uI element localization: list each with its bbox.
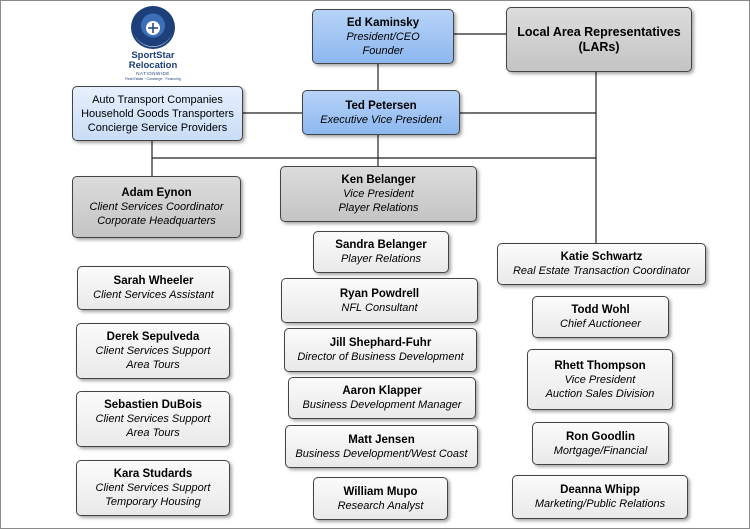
node-title: Client Services Assistant	[93, 289, 214, 301]
node-name: Ted Petersen	[345, 99, 417, 112]
node-adam-eynon: Adam Eynon Client Services Coordinator C…	[72, 176, 241, 238]
node-name: Ed Kaminsky	[346, 16, 420, 29]
node-name: Ken Belanger	[341, 174, 416, 186]
node-service-providers: Auto Transport Companies Household Goods…	[72, 86, 243, 141]
node-title: Executive Vice President	[320, 113, 442, 126]
node-name: Deanna Whipp	[560, 484, 640, 496]
node-name: Rhett Thompson	[554, 359, 646, 372]
node-ken-belanger: Ken Belanger Vice President Player Relat…	[280, 166, 477, 222]
node-william-mupo: William Mupo Research Analyst	[313, 477, 448, 520]
node-todd-wohl: Todd Wohl Chief Auctioneer	[532, 296, 669, 338]
logo-seal-icon	[131, 6, 175, 49]
node-sandra-belanger: Sandra Belanger Player Relations	[313, 231, 449, 273]
node-title: Vice President	[564, 373, 636, 386]
node-title: NFL Consultant	[341, 301, 418, 314]
node-aaron-klapper: Aaron Klapper Business Development Manag…	[288, 377, 476, 419]
node-title: Vice President	[343, 188, 414, 200]
node-name: Matt Jensen	[348, 433, 415, 446]
node-name: Katie Schwartz	[560, 251, 643, 263]
node-ryan-powdrell: Ryan Powdrell NFL Consultant	[281, 278, 478, 323]
node-title: Founder	[362, 44, 404, 57]
logo-tagline: NATIONWIDE	[136, 71, 170, 76]
node-ted-petersen: Ted Petersen Executive Vice President	[302, 90, 460, 135]
node-title: Business Development/West Coast	[295, 447, 468, 460]
node-title: Chief Auctioneer	[560, 318, 641, 330]
node-katie-schwartz: Katie Schwartz Real Estate Transaction C…	[497, 243, 706, 285]
node-name: Sarah Wheeler	[113, 275, 194, 287]
node-sebastien-dubois: Sebastien DuBois Client Services Support…	[76, 391, 230, 447]
node-title: Client Services Support	[95, 345, 211, 357]
node-name: Local Area Representatives	[517, 24, 681, 39]
node-title: Client Services Coordinator	[89, 201, 224, 213]
node-name: (LARs)	[578, 39, 620, 54]
logo-brand: SportStar Relocation	[129, 51, 178, 71]
node-name: Sebastien DuBois	[104, 399, 202, 411]
node-line: Concierge Service Providers	[87, 121, 228, 134]
node-ron-goodlin: Ron Goodlin Mortgage/Financial	[532, 422, 669, 465]
node-derek-sepulveda: Derek Sepulveda Client Services Support …	[76, 323, 230, 379]
node-name: Adam Eynon	[121, 187, 192, 199]
node-name: Todd Wohl	[571, 304, 630, 316]
node-name: Jill Shephard-Fuhr	[329, 337, 432, 349]
node-name: Kara Studards	[113, 468, 193, 480]
node-matt-jensen: Matt Jensen Business Development/West Co…	[285, 425, 478, 468]
node-lars: Local Area Representatives (LARs)	[506, 7, 692, 72]
node-name: Aaron Klapper	[342, 385, 422, 397]
node-title: Client Services Support	[95, 413, 211, 425]
node-jill-shephard-fuhr: Jill Shephard-Fuhr Director of Business …	[284, 328, 477, 372]
node-title: Mortgage/Financial	[553, 444, 648, 457]
logo-brand-line1: SportStar	[131, 50, 175, 61]
node-sarah-wheeler: Sarah Wheeler Client Services Assistant	[77, 266, 230, 310]
node-title: Real Estate Transaction Coordinator	[512, 265, 691, 277]
node-deanna-whipp: Deanna Whipp Marketing/Public Relations	[512, 475, 688, 519]
node-name: Derek Sepulveda	[106, 331, 200, 343]
node-name: William Mupo	[343, 485, 418, 498]
logo-subline: Real Estate · Concierge · Financing	[125, 77, 181, 81]
node-title: Temporary Housing	[105, 496, 201, 508]
node-title: Player Relations	[338, 202, 419, 214]
node-name: Sandra Belanger	[335, 239, 427, 251]
node-title: Marketing/Public Relations	[534, 498, 666, 510]
node-kara-studards: Kara Studards Client Services Support Te…	[76, 460, 230, 516]
company-logo: SportStar Relocation NATIONWIDE Real Est…	[108, 6, 198, 82]
node-title: Business Development Manager	[302, 399, 462, 411]
node-title: Area Tours	[126, 427, 180, 439]
node-rhett-thompson: Rhett Thompson Vice President Auction Sa…	[527, 349, 673, 410]
node-title: Research Analyst	[337, 499, 424, 512]
logo-brand-line2: Relocation	[128, 60, 178, 71]
node-title: Player Relations	[340, 253, 422, 265]
node-title: Auction Sales Division	[545, 387, 655, 400]
node-title: Client Services Support	[95, 482, 211, 494]
node-title: Area Tours	[126, 359, 180, 371]
node-line: Auto Transport Companies	[92, 93, 223, 106]
node-name: Ron Goodlin	[566, 430, 635, 443]
node-title: Director of Business Development	[297, 351, 464, 363]
node-title: Corporate Headquarters	[97, 215, 216, 227]
node-name: Ryan Powdrell	[339, 287, 420, 300]
node-ed-kaminsky: Ed Kaminsky President/CEO Founder	[312, 9, 454, 64]
node-line: Household Goods Transporters	[81, 107, 234, 120]
node-title: President/CEO	[346, 30, 420, 43]
